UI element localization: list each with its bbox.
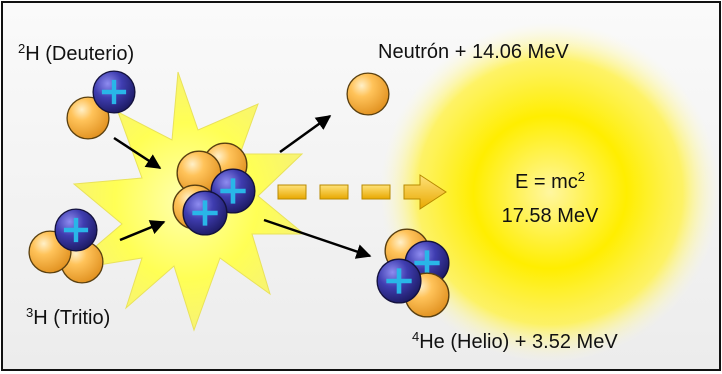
reaction-arrows <box>113 114 372 259</box>
tritium-nucleus <box>28 209 104 284</box>
energy-value: 17.58 MeV <box>501 205 599 227</box>
helium-label: 4He (Helio) + 3.52 MeV <box>412 330 618 352</box>
energy-equation: E = mc2 <box>480 170 620 192</box>
deuterium-mass-number: 2 <box>18 41 26 56</box>
helium-name: He (Helio) + 3.52 MeV <box>419 331 618 353</box>
arrow-helium-out <box>263 218 372 259</box>
deuterium-label: 2H (Deuterio) <box>18 42 134 64</box>
tritium-mass-number: 3 <box>26 305 34 320</box>
arrow-neutron-out <box>279 114 332 154</box>
energy-equation-exponent: 2 <box>577 169 586 184</box>
arrow-tritium-in <box>119 220 166 242</box>
proton-icon <box>93 71 135 113</box>
energy-transfer-arrow <box>277 174 447 210</box>
helium-mass-number: 4 <box>412 329 420 344</box>
tritium-label: 3H (Tritio) <box>26 306 110 328</box>
energy-glow <box>380 22 720 362</box>
neutron-icon <box>346 72 390 116</box>
proton-icon <box>377 259 421 303</box>
tritium-name: H (Tritio) <box>33 307 111 329</box>
proton-icon <box>55 209 97 251</box>
arrow-deuterium-in <box>113 136 162 170</box>
free-neutron <box>346 72 390 116</box>
proton-icon <box>183 191 227 235</box>
diagram-canvas <box>28 22 720 362</box>
neutron-label: Neutrón + 14.06 MeV <box>378 41 569 63</box>
deuterium-name: H (Deuterio) <box>25 43 135 65</box>
energy-equation-base: E = mc <box>514 171 578 193</box>
